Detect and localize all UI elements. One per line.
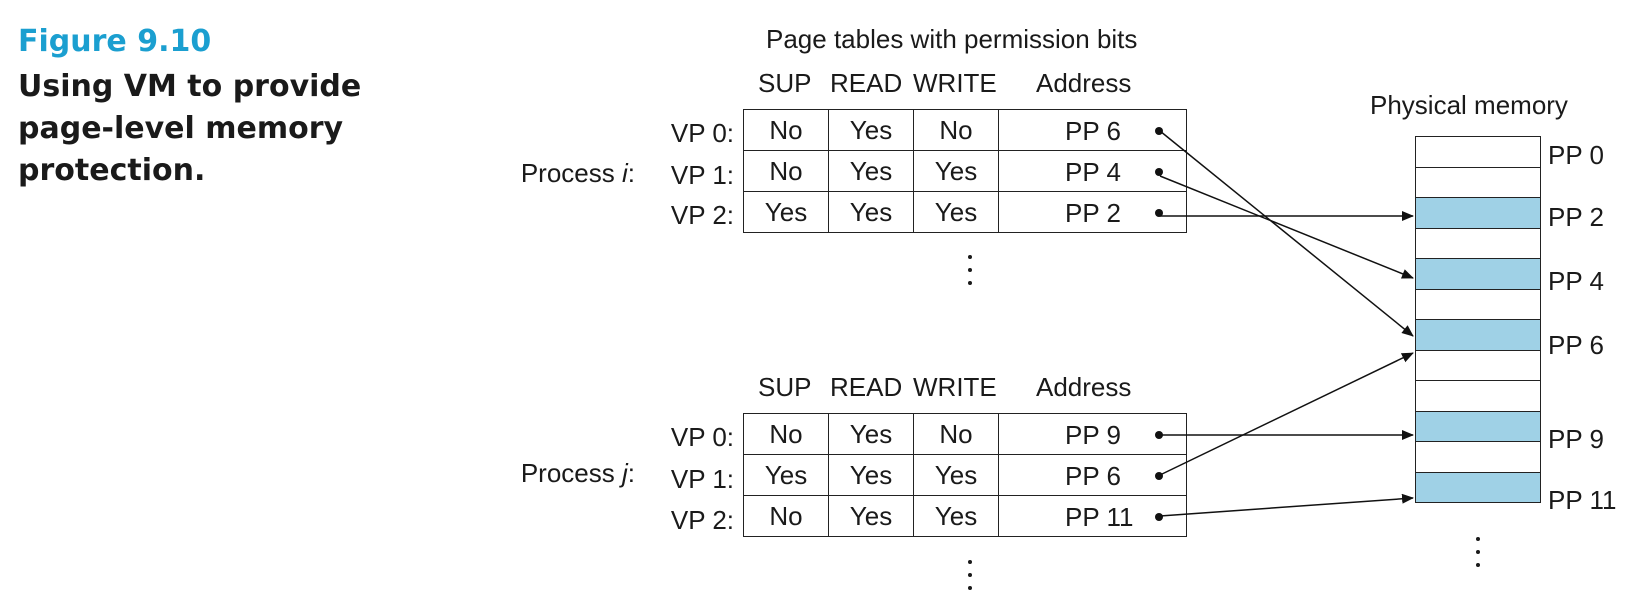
- table-row: No Yes Yes PP 11: [743, 495, 1187, 537]
- pp-label: PP 2: [1548, 202, 1604, 232]
- address-cell: PP 11: [998, 495, 1187, 537]
- column-header-address: Address: [1036, 372, 1132, 402]
- figure-caption: Using VM to provide page-level memory pr…: [18, 69, 362, 188]
- write-cell: No: [913, 413, 999, 455]
- physical-memory-block: [1415, 136, 1541, 503]
- table-row: No Yes No PP 9: [743, 413, 1187, 455]
- address-cell: PP 2: [998, 191, 1187, 233]
- diagram-title: Page tables with permission bits: [766, 24, 1138, 54]
- vp-label: VP 1:: [670, 464, 734, 494]
- pointer-dot: [1155, 168, 1163, 176]
- page-table-process-j: No Yes No PP 9 Yes Yes Yes PP 6 No Yes Y…: [743, 413, 1187, 537]
- address-value: PP 4: [1065, 157, 1121, 187]
- vp-label: VP 1:: [670, 160, 734, 190]
- pointer-dot: [1155, 127, 1163, 135]
- pp-label: PP 0: [1548, 140, 1604, 170]
- column-header-read: READ: [830, 372, 903, 402]
- pp-label: PP 9: [1548, 424, 1604, 454]
- sup-cell: Yes: [743, 191, 829, 233]
- memory-slot: [1415, 381, 1541, 412]
- memory-slot: [1415, 137, 1541, 168]
- column-header-address: Address: [1036, 68, 1132, 98]
- process-i-label: Process i:: [520, 158, 635, 188]
- read-cell: Yes: [828, 150, 914, 192]
- write-cell: No: [913, 109, 999, 151]
- arrow-j-vp1-to-pp6: [1159, 352, 1414, 476]
- table-row: Yes Yes Yes PP 2: [743, 191, 1187, 233]
- pointer-dot: [1155, 209, 1163, 217]
- physical-memory-label: Physical memory: [1370, 90, 1568, 120]
- table-row: No Yes No PP 6: [743, 109, 1187, 151]
- pp-label: PP 6: [1548, 330, 1604, 360]
- ellipsis-dots: [968, 560, 974, 599]
- memory-slot-used: [1415, 198, 1541, 229]
- address-value: PP 9: [1065, 420, 1121, 450]
- sup-cell: No: [743, 150, 829, 192]
- memory-slot-used: [1415, 320, 1541, 351]
- address-cell: PP 6: [998, 109, 1187, 151]
- arrow-i-vp1-to-pp4: [1159, 175, 1414, 279]
- memory-slot-used: [1415, 411, 1541, 442]
- column-header-write: WRITE: [913, 372, 997, 402]
- column-header-read: READ: [830, 68, 903, 98]
- vp-label: VP 2:: [670, 200, 734, 230]
- pp-label: PP 4: [1548, 266, 1604, 296]
- figure-number: Figure 9.10: [18, 24, 212, 59]
- read-cell: Yes: [828, 191, 914, 233]
- address-cell: PP 6: [998, 454, 1187, 496]
- read-cell: Yes: [828, 454, 914, 496]
- process-j-label: Process j:: [520, 458, 635, 488]
- vp-label: VP 0:: [670, 422, 734, 452]
- ellipsis-dots: [968, 255, 974, 294]
- vp-label: VP 2:: [670, 505, 734, 535]
- write-cell: Yes: [913, 495, 999, 537]
- table-row: Yes Yes Yes PP 6: [743, 454, 1187, 496]
- vp-label: VP 0:: [670, 118, 734, 148]
- page-table-process-i: No Yes No PP 6 No Yes Yes PP 4 Yes Yes Y…: [743, 109, 1187, 233]
- read-cell: Yes: [828, 413, 914, 455]
- sup-cell: No: [743, 413, 829, 455]
- column-header-sup: SUP: [758, 372, 812, 402]
- memory-slot: [1415, 350, 1541, 381]
- address-value: PP 6: [1065, 461, 1121, 491]
- table-row: No Yes Yes PP 4: [743, 150, 1187, 192]
- memory-slot: [1415, 228, 1541, 259]
- address-value: PP 11: [1065, 502, 1134, 532]
- address-cell: PP 4: [998, 150, 1187, 192]
- pointer-dot: [1155, 431, 1163, 439]
- address-value: PP 2: [1065, 198, 1121, 228]
- arrow-j-vp2-to-pp11: [1159, 493, 1414, 517]
- sup-cell: No: [743, 495, 829, 537]
- pointer-dot: [1155, 472, 1163, 480]
- column-header-sup: SUP: [758, 68, 812, 98]
- pointer-dot: [1155, 513, 1163, 521]
- memory-slot: [1415, 167, 1541, 198]
- pp-label: PP 11: [1548, 485, 1617, 515]
- memory-slot: [1415, 289, 1541, 320]
- memory-slot-used: [1415, 259, 1541, 290]
- arrow-i-vp0-to-pp6: [1159, 130, 1414, 337]
- sup-cell: No: [743, 109, 829, 151]
- memory-slot-used: [1415, 472, 1541, 503]
- column-header-write: WRITE: [913, 68, 997, 98]
- memory-slot: [1415, 442, 1541, 473]
- write-cell: Yes: [913, 191, 999, 233]
- address-value: PP 6: [1065, 116, 1121, 146]
- ellipsis-dots: [1476, 537, 1482, 576]
